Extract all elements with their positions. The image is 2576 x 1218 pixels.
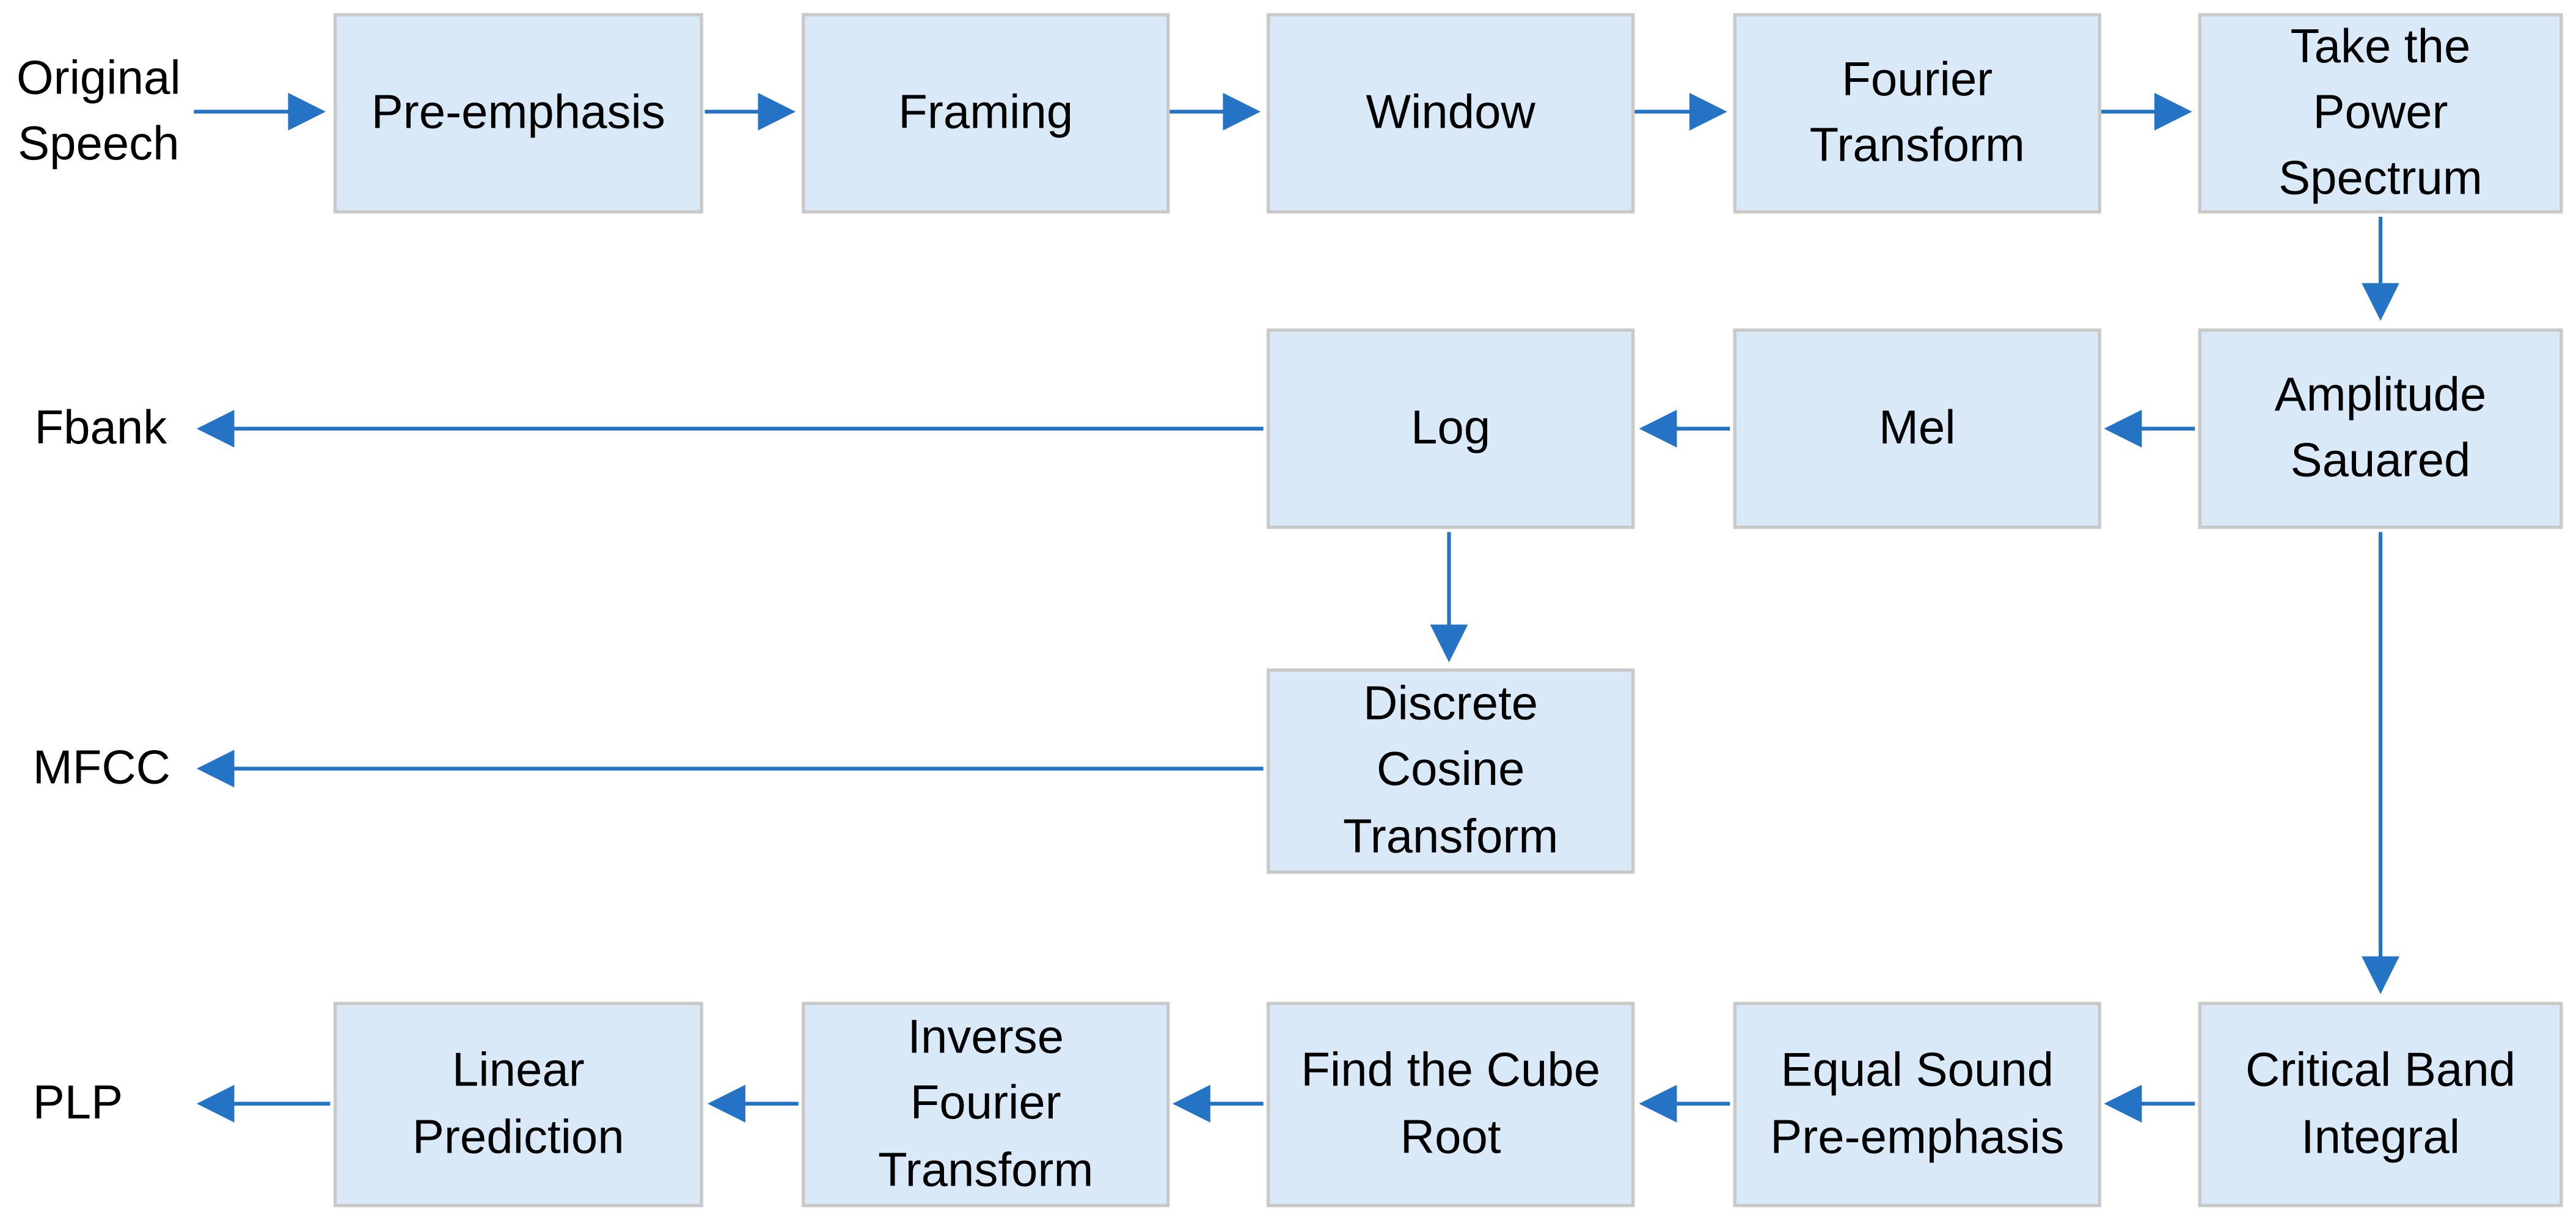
node-equal-sound-pre-emphasis: Equal Sound Pre-emphasis — [1733, 1002, 2101, 1208]
node-mel: Mel — [1733, 328, 2101, 529]
node-discrete-cosine-transform: Discrete Cosine Transform — [1267, 668, 1635, 874]
label-original-speech: Original Speech — [16, 53, 181, 171]
node-take-power-spectrum: Take the Power Spectrum — [2198, 13, 2563, 214]
label-plp: PLP — [32, 1077, 123, 1130]
label-mfcc: MFCC — [32, 742, 171, 795]
label-fbank: Fbank — [34, 402, 167, 455]
node-log: Log — [1267, 328, 1635, 529]
node-fourier-transform: Fourier Transform — [1733, 13, 2101, 214]
node-pre-emphasis: Pre-emphasis — [333, 13, 703, 214]
node-find-cube-root: Find the Cube Root — [1267, 1002, 1635, 1208]
node-window: Window — [1267, 13, 1635, 214]
node-inverse-fourier-transform: Inverse Fourier Transform — [802, 1002, 1170, 1208]
node-framing: Framing — [802, 13, 1170, 214]
node-linear-prediction: Linear Prediction — [333, 1002, 703, 1208]
node-critical-band-integral: Critical Band Integral — [2198, 1002, 2563, 1208]
node-amplitude-squared: Amplitude Sauared — [2198, 328, 2563, 529]
